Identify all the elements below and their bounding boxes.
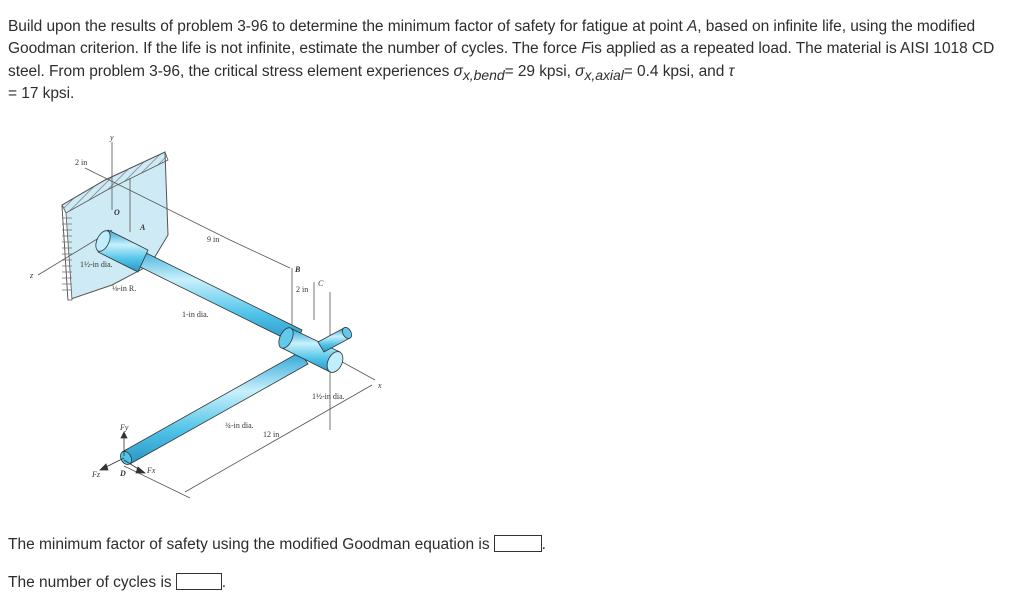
shaft-diagram: y 2 in O A 9 in 1½-in dia. z ⅛-in R. 1-i… [0,120,420,510]
point-b-label: B [294,265,301,274]
dia-3-4-label: ¾-in dia. [225,421,254,430]
dim-12in-label: 12 in [263,430,279,439]
point-a-label: A [139,223,146,232]
problem-text-1: Build upon the results of problem 3-96 t… [8,18,687,35]
point-c-label: C [318,279,324,288]
shaft-3-4in [120,351,309,465]
shaft-1in [123,244,303,345]
number-of-cycles-input[interactable] [175,573,222,590]
dim-2in-right-label: 2 in [296,285,308,294]
problem-text-2: , based on infinite life, using the modi… [8,18,976,57]
dia-1in-label: 1-in dia. [182,310,209,319]
force-x-label: Fx [146,466,156,475]
force-z-label: Fz [91,470,101,479]
bend-value: = 29 kpsi, [504,63,576,80]
axial-subscript: x,axial [584,67,624,83]
origin-label: O [114,208,120,217]
shaft-1-5in-wall [95,229,149,273]
bend-subscript: x,bend [462,67,505,83]
force-arrows [99,431,147,474]
crank-hub [278,327,352,373]
y-axis-label: y [109,133,114,142]
axial-value: = 0.4 kpsi, and [623,63,729,80]
q2-label: The number of cycles is [8,574,172,591]
problem-statement: Build upon the results of problem 3-96 t… [8,16,1008,105]
force-ref: F [581,40,591,57]
point-a-ref: A [686,18,698,35]
q1-period: . [541,536,546,553]
fillet-radius-label: ⅛-in R. [112,284,136,293]
axes [37,142,376,499]
dim-9in-label: 9 in [207,235,219,244]
sigma-symbol: σ [575,63,585,80]
dia-1-5-right-label: 1½-in dia. [312,392,345,401]
z-axis-label: z [29,271,34,280]
dia-1-5-left-label: 1½-in dia. [80,260,113,269]
wall-support [61,151,169,301]
sigma-symbol: σ [453,63,463,80]
force-y-label: Fy [119,423,129,432]
q1-label: The minimum factor of safety using the m… [8,536,490,553]
point-d-label: D [119,469,126,478]
q2-period: . [221,574,226,591]
tau-value: = 17 kpsi. [8,85,75,102]
factor-of-safety-input[interactable] [493,535,542,552]
question-factor-of-safety: The minimum factor of safety using the m… [8,535,546,554]
problem-text-3: is applied as a repeated load. The mater… [8,40,995,80]
x-axis-label: x [377,381,382,390]
dim-2in-top-label: 2 in [75,158,87,167]
question-number-of-cycles: The number of cycles is. [8,573,226,592]
tau-symbol: τ [728,63,735,80]
